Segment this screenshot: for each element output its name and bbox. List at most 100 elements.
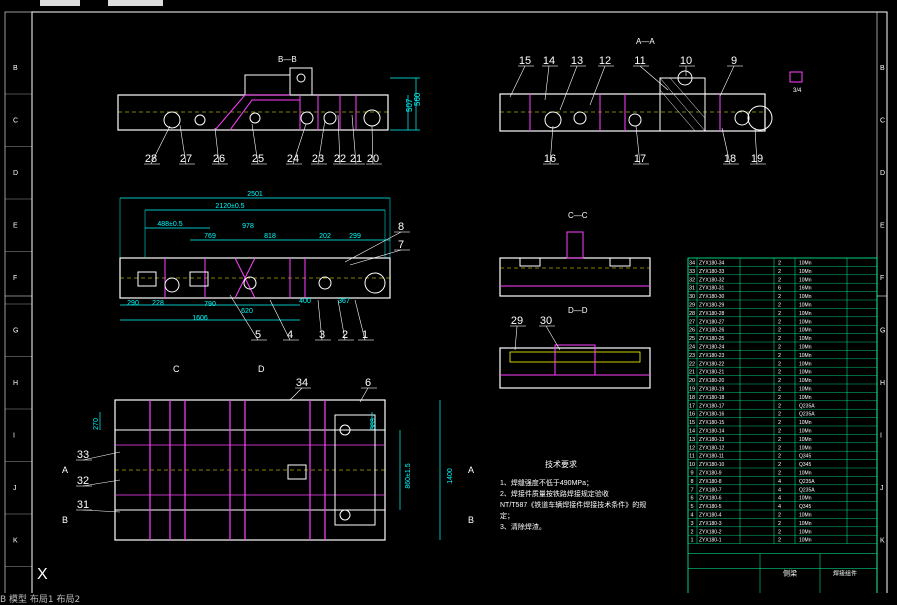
section-mark-C-0: C	[173, 364, 180, 374]
bom-no-27: 27	[689, 319, 695, 325]
dd-balloon-29: 29	[511, 315, 523, 327]
bom-code-27: ZYX180-27	[699, 319, 725, 325]
note-line-1: 1、焊缝强度不低于490MPa；	[500, 478, 593, 487]
aa-top-leader-13	[559, 65, 578, 111]
bom-mat-10: Q345	[799, 462, 811, 468]
bom-mat-18: 10Mn	[799, 395, 812, 401]
bb-leader-26	[214, 127, 220, 165]
row-label-D: D	[13, 170, 18, 177]
bom-qty-16: 2	[778, 412, 781, 418]
bom-no-18: 18	[689, 395, 695, 401]
bom-qty-30: 2	[778, 294, 781, 300]
front-dim-11: 620	[241, 308, 253, 315]
bom-mat-33: 10Mn	[799, 269, 812, 275]
bom-no-34: 34	[689, 261, 695, 267]
bom-mat-8: Q235A	[799, 479, 815, 485]
bb-balloon-27: 27	[180, 153, 192, 165]
bom-no-25: 25	[689, 336, 695, 342]
aa-top-balloon-9: 9	[731, 55, 737, 67]
file-tab-2[interactable]	[108, 0, 163, 6]
bom-no-6: 6	[690, 496, 693, 502]
front-balloon-5: 5	[255, 329, 261, 341]
layout-tabs[interactable]: B 模型 布局1 布局2	[0, 595, 81, 605]
dd-leader-29	[514, 325, 518, 351]
bom-qty-29: 2	[778, 303, 781, 309]
bom-mat-7: Q235A	[799, 487, 815, 493]
plan-leader-32	[82, 479, 121, 487]
row-label-right-C: C	[880, 118, 885, 125]
row-label-right-E: E	[880, 223, 885, 230]
front-balloon-2: 2	[342, 329, 348, 341]
bom-code-9: ZYX180-9	[699, 471, 722, 477]
bom-no-32: 32	[689, 277, 695, 283]
row-label-K: K	[13, 538, 18, 545]
bom-qty-28: 2	[778, 311, 781, 317]
bom-no-5: 5	[690, 504, 693, 510]
aa-bottom-leader-18	[721, 127, 731, 165]
front-balloon-7: 7	[398, 239, 404, 251]
bom-qty-17: 2	[778, 403, 781, 409]
plan-balloon-34: 34	[296, 377, 308, 389]
bom-mat-2: 10Mn	[799, 529, 812, 535]
front-leader-1	[354, 299, 366, 341]
row-label-C: C	[13, 118, 18, 125]
front-balloon-1: 1	[362, 329, 368, 341]
bom-no-7: 7	[690, 487, 693, 493]
bom-code-13: ZYX180-13	[699, 437, 725, 443]
bom-mat-4: 10Mn	[799, 513, 812, 519]
section-mark-A-3: A	[468, 465, 474, 475]
bom-qty-23: 2	[778, 353, 781, 359]
bb-balloon-22: 22	[334, 153, 346, 165]
bom-no-1: 1	[690, 538, 693, 544]
bom-no-19: 19	[689, 387, 695, 393]
bom-mat-5: Q345	[799, 504, 811, 510]
bom-mat-23: 10Mn	[799, 353, 812, 359]
bom-code-17: ZYX180-17	[699, 403, 725, 409]
front-dim-9: 228	[152, 300, 164, 307]
bom-no-29: 29	[689, 303, 695, 309]
bom-no-3: 3	[690, 521, 693, 527]
bom-mat-30: 10Mn	[799, 294, 812, 300]
bom-qty-6: 4	[778, 496, 781, 502]
file-tab[interactable]	[40, 0, 80, 6]
bom-mat-1: 10Mn	[799, 538, 812, 544]
front-dim-6: 202	[319, 233, 331, 240]
bom-mat-24: 10Mn	[799, 345, 812, 351]
bom-code-29: ZYX180-29	[699, 303, 725, 309]
plan-dim-3: 1400	[447, 468, 454, 484]
aa-bottom-balloon-19: 19	[751, 153, 763, 165]
front-dim-7: 299	[349, 233, 361, 240]
bom-qty-3: 2	[778, 521, 781, 527]
bom-code-30: ZYX180-30	[699, 294, 725, 300]
bom-code-23: ZYX180-23	[699, 353, 725, 359]
front-dim-3: 769	[204, 233, 216, 240]
bom-code-1: ZYX180-1	[699, 538, 722, 544]
aa-top-leader-14	[544, 65, 550, 101]
bom-qty-1: 2	[778, 538, 781, 544]
dd-balloon-30: 30	[540, 315, 552, 327]
bb-balloon-21: 21	[350, 153, 362, 165]
bom-code-6: ZYX180-6	[699, 496, 722, 502]
bom-no-21: 21	[689, 370, 695, 376]
front-dim-10: 790	[204, 301, 216, 308]
bom-mat-6: 10Mn	[799, 496, 812, 502]
aa-bottom-leader-17	[635, 125, 641, 165]
bom-mat-26: 10Mn	[799, 328, 812, 334]
bom-no-14: 14	[689, 429, 695, 435]
bom-no-26: 26	[689, 328, 695, 334]
bom-code-8: ZYX180-8	[699, 479, 722, 485]
section-mark-B-4: B	[62, 515, 68, 525]
bb-leader-20	[371, 125, 374, 165]
front-balloon-8: 8	[398, 221, 404, 233]
bom-no-20: 20	[689, 378, 695, 384]
technical-notes: 技术要求1、焊缝强度不低于490MPa；2、焊接件质量按铁路焊接规定验收NT/T…	[500, 459, 646, 531]
aa-bottom-balloon-17: 17	[634, 153, 646, 165]
front-dim-2: 488±0.5	[157, 221, 182, 228]
row-label-H: H	[13, 380, 18, 387]
bom-no-2: 2	[690, 529, 693, 535]
